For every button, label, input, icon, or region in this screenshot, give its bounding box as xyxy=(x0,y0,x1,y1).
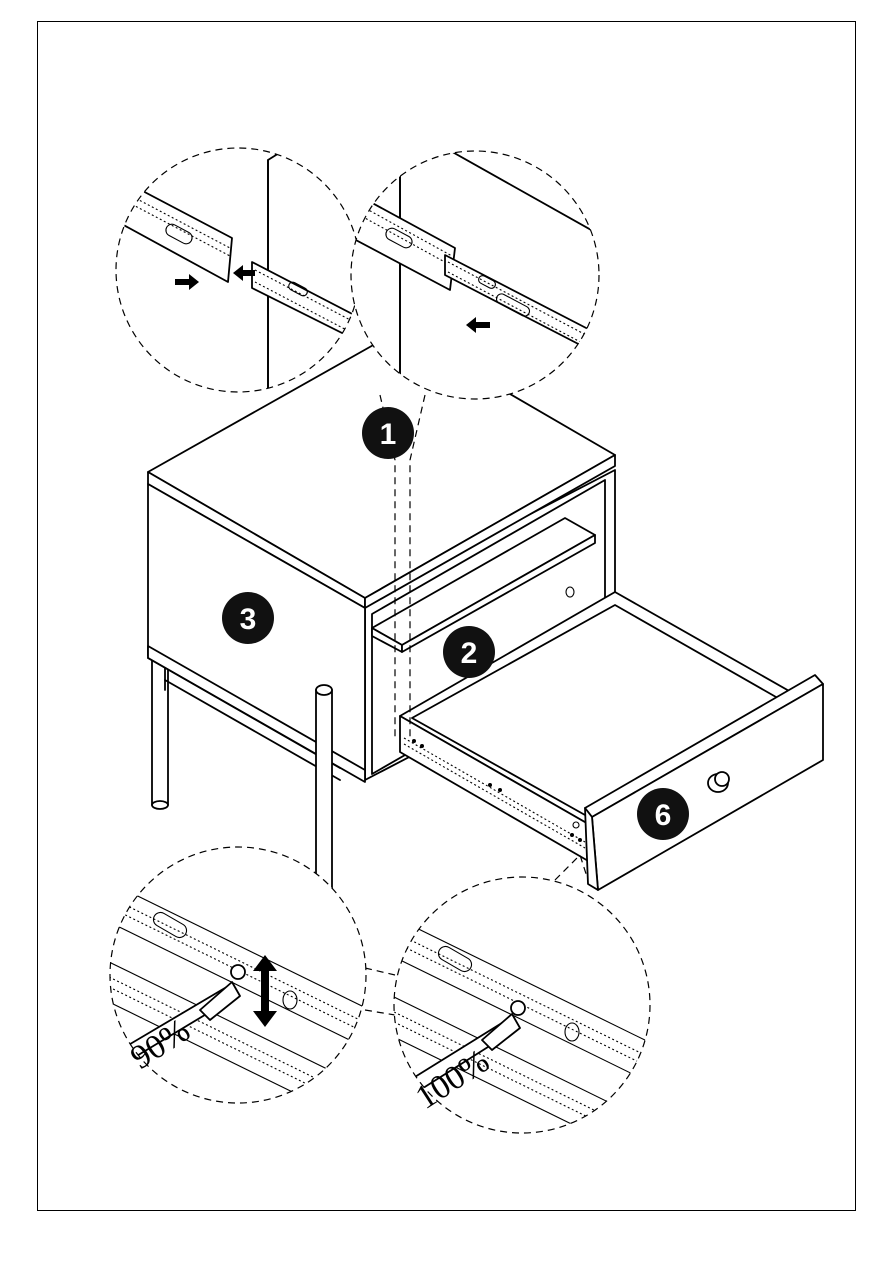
callout-badge-6: 6 xyxy=(637,788,689,840)
svg-text:6: 6 xyxy=(655,799,672,832)
callout-badge-3: 3 xyxy=(222,592,274,644)
svg-text:3: 3 xyxy=(240,603,257,636)
front-leg xyxy=(316,685,332,899)
detail-slide-insertion xyxy=(351,145,600,400)
callout-badge-2: 2 xyxy=(443,626,495,678)
detail-screw-90: 90% xyxy=(105,845,370,1130)
svg-text:2: 2 xyxy=(461,637,478,670)
callout-badge-1: 1 xyxy=(362,407,414,459)
detail-slide-separation xyxy=(116,140,380,400)
svg-text:1: 1 xyxy=(380,418,397,451)
detail-screw-100: 100% xyxy=(390,875,655,1165)
